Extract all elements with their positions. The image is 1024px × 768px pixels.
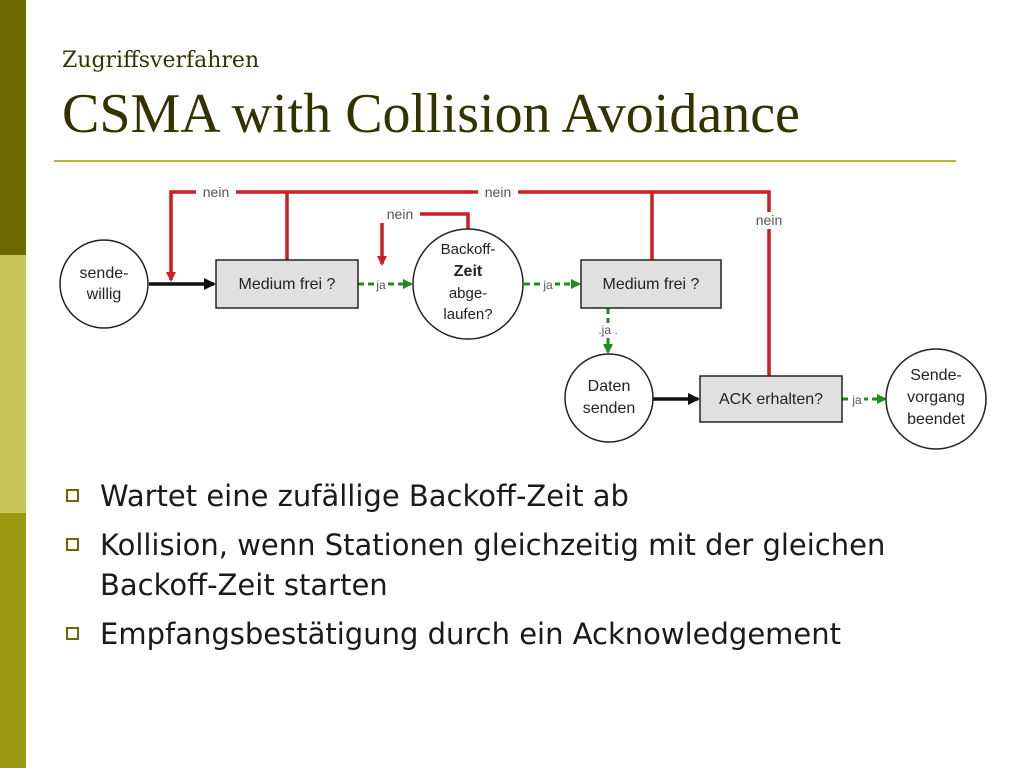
ja-label-1: ja — [375, 278, 386, 292]
nein-label-3: nein — [387, 206, 413, 222]
node-medium-frei-2: Medium frei ? — [580, 259, 722, 309]
nein-labels: nein nein nein nein — [196, 184, 790, 229]
nein-label-1: nein — [203, 184, 229, 200]
slide-title: CSMA with Collision Avoidance — [62, 83, 800, 145]
sidebar-middle-block — [0, 255, 26, 513]
node-medium-frei-2-label: Medium frei ? — [603, 276, 700, 293]
csma-ca-flow-diagram: nein nein nein nein ja ja .ja . ja sende… — [59, 184, 987, 450]
sidebar-bottom-block — [0, 513, 26, 768]
title-divider — [54, 160, 956, 162]
square-bullet-icon — [66, 627, 79, 640]
nein-label-2: nein — [485, 184, 511, 200]
bullet-item: Kollision, wenn Stationen gleichzeitig m… — [64, 525, 964, 605]
node-backoff-line4: laufen? — [443, 306, 492, 323]
ja-label-2: ja — [542, 278, 553, 292]
nein-edge-ack — [652, 190, 771, 376]
sidebar-top-block — [0, 0, 26, 255]
node-ack-erhalten-label: ACK erhalten? — [719, 391, 823, 408]
node-daten-senden: Daten senden — [564, 353, 654, 443]
node-sende-willig: sende- willig — [59, 239, 149, 329]
node-sendevorgang-line2: vorgang — [907, 389, 965, 406]
node-sendevorgang-line1: Sende- — [910, 367, 962, 384]
nein-edge-top — [166, 190, 654, 282]
bullet-text: Wartet eine zufällige Backoff-Zeit ab — [100, 479, 629, 513]
node-backoff-line1: Backoff- — [441, 241, 496, 258]
node-ack-erhalten: ACK erhalten? — [699, 375, 843, 423]
node-backoff-line2: Zeit — [454, 263, 483, 280]
bullet-text: Kollision, wenn Stationen gleichzeitig m… — [100, 528, 886, 602]
node-daten-senden-line2: senden — [583, 400, 636, 417]
node-sendevorgang-line3: beendet — [907, 411, 965, 428]
nein-loops — [166, 190, 771, 376]
bullet-text: Empfangsbestätigung durch ein Acknowledg… — [100, 617, 842, 651]
bullet-list: Wartet eine zufällige Backoff-Zeit ab Ko… — [64, 476, 964, 663]
node-medium-frei-1: Medium frei ? — [215, 259, 359, 309]
node-backoff-line3: abge- — [449, 285, 487, 302]
nein-edge-backoff — [377, 212, 470, 266]
node-backoff: Backoff- Zeit abge- laufen? — [412, 228, 524, 340]
slide-subtitle: Zugriffsverfahren — [62, 48, 260, 73]
ja-label-4: ja — [851, 393, 862, 407]
ja-labels: ja ja .ja . ja — [374, 276, 864, 408]
bullet-item: Wartet eine zufällige Backoff-Zeit ab — [64, 476, 964, 516]
bullet-item: Empfangsbestätigung durch ein Acknowledg… — [64, 614, 964, 654]
node-daten-senden-line1: Daten — [588, 378, 631, 395]
square-bullet-icon — [66, 538, 79, 551]
ja-label-3: .ja . — [598, 323, 617, 337]
sidebar-stripe — [0, 0, 26, 768]
node-sende-willig-line2: willig — [86, 286, 122, 303]
nein-label-4: nein — [756, 212, 782, 228]
node-sendevorgang-beendet: Sende- vorgang beendet — [885, 348, 987, 450]
square-bullet-icon — [66, 489, 79, 502]
node-medium-frei-1-label: Medium frei ? — [239, 276, 336, 293]
node-sende-willig-line1: sende- — [80, 265, 129, 282]
